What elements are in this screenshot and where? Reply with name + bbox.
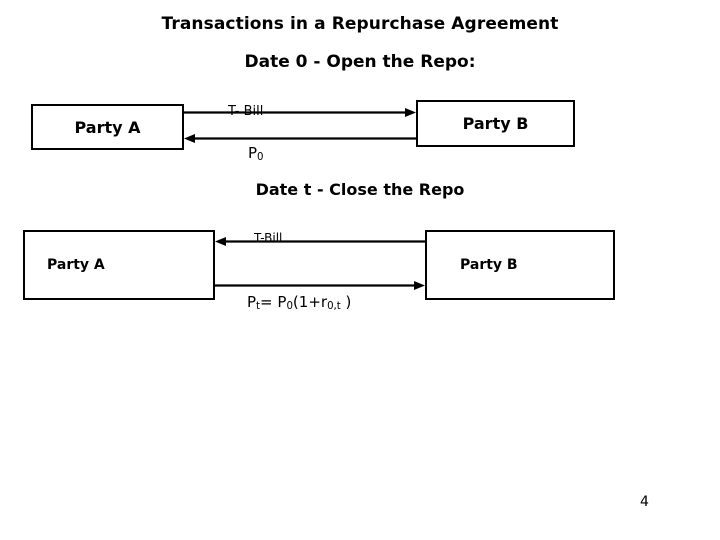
page-number: 4 xyxy=(640,494,649,510)
arrow-label-payment-formula: Pt= P0(1+r0,t ) xyxy=(247,293,352,313)
party-a-label-close: Party A xyxy=(47,257,105,273)
arrow-payment-a-to-b-close xyxy=(215,280,425,291)
formula-p-subscript: t xyxy=(256,301,261,313)
formula-p0-subscript: 0 xyxy=(286,301,293,313)
p0-base: P xyxy=(248,144,258,162)
arrow-label-p0-open: P0 xyxy=(248,144,264,164)
arrow-label-tbill-close: T-Bill xyxy=(254,231,283,245)
arrow-tbill-a-to-b-open xyxy=(184,107,416,118)
party-b-label-open: Party B xyxy=(462,114,529,133)
formula-r-subscript: 0,t xyxy=(327,301,341,313)
section-heading-open-repo: Date 0 - Open the Repo: xyxy=(244,52,476,72)
party-b-box-open: Party B xyxy=(416,100,575,147)
formula-open-rate: (1+r xyxy=(292,293,328,311)
party-b-box-close: Party B xyxy=(425,230,615,300)
party-a-box-close: Party A xyxy=(23,230,215,300)
formula-p0-base: P xyxy=(277,293,287,311)
section-heading-close-repo: Date t - Close the Repo xyxy=(255,180,465,199)
arrow-payment-b-to-a-open xyxy=(184,133,416,144)
formula-close-paren: ) xyxy=(340,293,352,311)
arrow-label-tbill-open: T- Bill xyxy=(228,104,264,119)
arrow-tbill-b-to-a-close xyxy=(215,236,425,247)
party-b-label-close: Party B xyxy=(460,257,518,273)
page-title: Transactions in a Repurchase Agreement xyxy=(161,14,559,34)
party-a-label-open: Party A xyxy=(74,117,141,137)
formula-equals: = xyxy=(260,293,278,311)
formula-p-base: P xyxy=(247,293,257,311)
party-a-box-open: Party A xyxy=(31,104,184,150)
p0-subscript: 0 xyxy=(257,152,264,164)
